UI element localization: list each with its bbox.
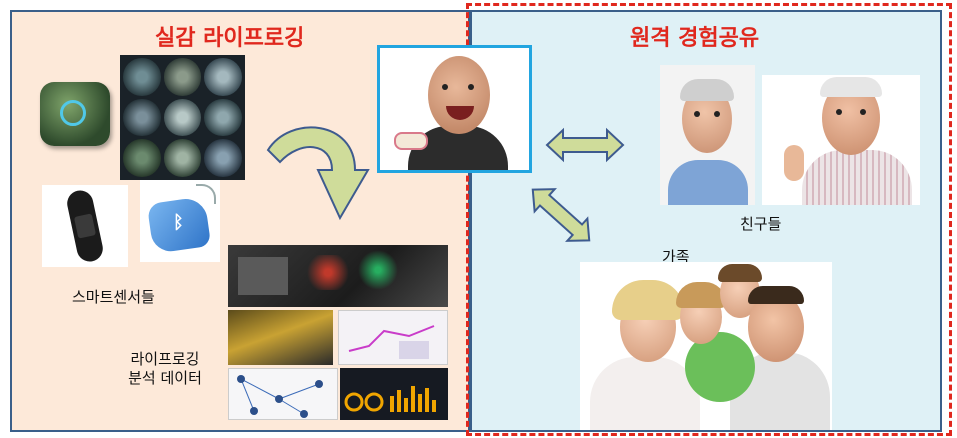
left-section-title: 실감 라이프로깅 <box>155 26 305 51</box>
friend-photo-2 <box>762 75 920 205</box>
3d-building-view <box>228 310 333 365</box>
wearable-camera-icon <box>40 82 110 146</box>
family-photo <box>580 262 832 430</box>
bluetooth-beacon-icon: ᛒ <box>140 180 220 262</box>
route-map-view <box>338 310 448 365</box>
analysis-label-line1: 라이프로깅 <box>130 350 200 368</box>
center-photo-elderly-man <box>377 45 532 173</box>
right-section-title: 원격 경험공유 <box>630 26 760 51</box>
friends-label: 친구들 <box>740 215 782 233</box>
analysis-label-line2: 분석 데이터 <box>128 369 202 387</box>
curved-arrow-icon <box>266 126 370 221</box>
smart-sensors-label: 스마트센서들 <box>72 288 155 306</box>
dashboard-view <box>340 368 448 420</box>
lifelog-photo-grid <box>120 55 245 180</box>
double-arrow-icon <box>545 127 625 163</box>
friend-photo-1 <box>660 65 755 205</box>
wristband-icon <box>42 185 128 267</box>
family-label: 가족 <box>662 248 690 266</box>
network-graph-view <box>228 368 338 420</box>
dashed-red-frame <box>466 3 952 436</box>
lifelogging-analysis-label: 라이프로깅 분석 데이터 <box>115 350 215 388</box>
double-arrow-diagonal-icon <box>531 188 591 242</box>
3d-map-screenshot <box>228 245 448 307</box>
